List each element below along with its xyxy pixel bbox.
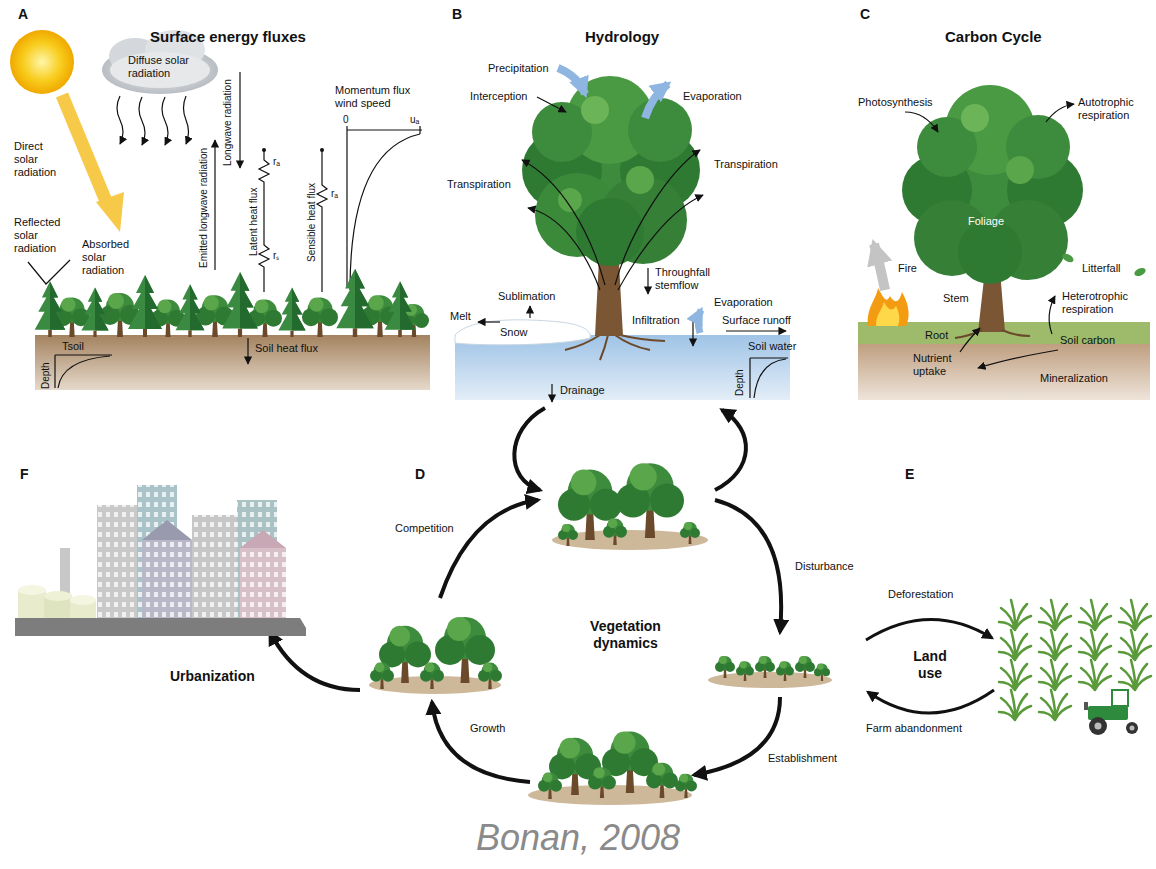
roots <box>565 335 665 360</box>
process-label: Precipitation <box>488 62 549 75</box>
axis-label: Tsoil <box>62 340 84 353</box>
process-label: Evaporation <box>714 296 773 309</box>
flux-label: Absorbed solar radiation <box>82 238 144 278</box>
cycle-arrows <box>270 500 781 782</box>
soil-profile <box>55 338 248 388</box>
roots <box>955 330 1030 338</box>
flux-label: Direct solar radiation <box>14 140 69 180</box>
process-label: Melt <box>450 310 471 323</box>
panel-letter: A <box>18 6 28 23</box>
process-label: Snow <box>500 326 528 339</box>
axis-label: Depth <box>40 362 52 389</box>
process-label: Mineralization <box>1040 372 1108 385</box>
panel-title: Carbon Cycle <box>945 28 1042 46</box>
panel-title: Surface energy fluxes <box>150 28 306 46</box>
process-label: Fire <box>898 262 917 275</box>
panel-letter: F <box>20 466 29 483</box>
flux-label: Longwave radiation <box>222 79 234 166</box>
tractor <box>1084 690 1138 735</box>
resistance-symbol: rₛ <box>273 250 279 262</box>
diffuse-arrows <box>117 96 189 145</box>
part-label: Soil carbon <box>1060 334 1115 347</box>
process-label: Farm abandonment <box>866 722 962 735</box>
canopy <box>522 76 700 266</box>
canopy <box>902 85 1083 284</box>
panel-letter: B <box>452 6 462 23</box>
process-label: Disturbance <box>795 560 854 573</box>
city <box>15 485 306 636</box>
process-label: Soil water <box>748 340 796 353</box>
soil-layer <box>858 344 1150 400</box>
young-forest <box>528 731 697 805</box>
water-arrows <box>558 68 701 333</box>
process-label: Litterfall <box>1082 262 1121 275</box>
process-label: Transpiration <box>445 178 513 191</box>
panel-letter: C <box>860 6 870 23</box>
fire <box>868 288 909 326</box>
process-label: Evaporation <box>683 90 742 103</box>
land-use-arrows <box>866 619 994 713</box>
part-label: Stem <box>943 292 969 305</box>
process-label: Competition <box>395 522 454 535</box>
process-label: Photosynthesis <box>858 96 933 109</box>
process-label: Nutrient uptake <box>913 352 971 378</box>
process-label: Autotrophic respiration <box>1078 96 1148 122</box>
flux-label: Sensible heat flux <box>306 183 318 262</box>
resistance-symbol: rₐ <box>273 156 280 168</box>
flux-label: Momentum flux wind speed <box>335 84 430 110</box>
panel-letter: E <box>905 466 914 483</box>
carbon-arrows <box>905 104 1074 368</box>
flux-label: Diffuse solar radiation <box>128 54 204 80</box>
panel-title: Hydrology <box>585 28 659 46</box>
resistance-symbol: rₐ <box>331 188 338 200</box>
part-label: Root <box>925 329 948 342</box>
mature-forest <box>552 463 708 550</box>
growing-forest <box>369 617 502 694</box>
axis-label: Depth <box>734 369 746 396</box>
smoke-arrow <box>874 244 885 290</box>
flux-label: Reflected solar radiation <box>14 216 74 256</box>
process-label: Establishment <box>768 752 837 765</box>
flux-lines <box>215 72 422 292</box>
flux-label: Emitted longwave radiation <box>198 148 210 268</box>
flux-label: Latent heat flux <box>248 188 260 256</box>
part-label: Foliage <box>968 215 1004 228</box>
process-label: Infiltration <box>632 314 680 327</box>
process-label: Heterotrophic respiration <box>1062 290 1142 316</box>
panel-title: Urbanization <box>170 668 255 685</box>
crop-field <box>999 600 1151 720</box>
flux-label: Soil heat flux <box>255 342 318 355</box>
flux-ends <box>262 148 324 152</box>
panel-letter: D <box>415 466 425 483</box>
process-label: Transpiration <box>712 158 780 171</box>
reflected-ray <box>28 260 70 284</box>
transpiration-arrows <box>478 97 788 402</box>
process-label: Throughfall stemflow <box>655 266 730 292</box>
panel-title: Land use <box>905 648 955 682</box>
process-label: Growth <box>470 722 505 735</box>
snowpack <box>455 320 590 345</box>
saplings <box>708 656 832 688</box>
direct-solar-beam <box>62 95 124 232</box>
figure-caption: Bonan, 2008 <box>0 816 1156 859</box>
axis-tick: 0 <box>343 114 349 126</box>
soil-layer <box>35 335 430 390</box>
sun <box>10 30 74 94</box>
process-label: Interception <box>470 90 527 103</box>
process-label: Surface runoff <box>722 314 791 327</box>
process-label: Drainage <box>560 384 605 397</box>
leaves <box>1061 252 1147 278</box>
axis-tick: uₐ <box>410 114 419 126</box>
forest-row <box>35 269 429 337</box>
process-label: Sublimation <box>498 290 555 303</box>
panel-title: Vegetation dynamics <box>568 618 683 652</box>
process-label: Deforestation <box>888 588 953 601</box>
